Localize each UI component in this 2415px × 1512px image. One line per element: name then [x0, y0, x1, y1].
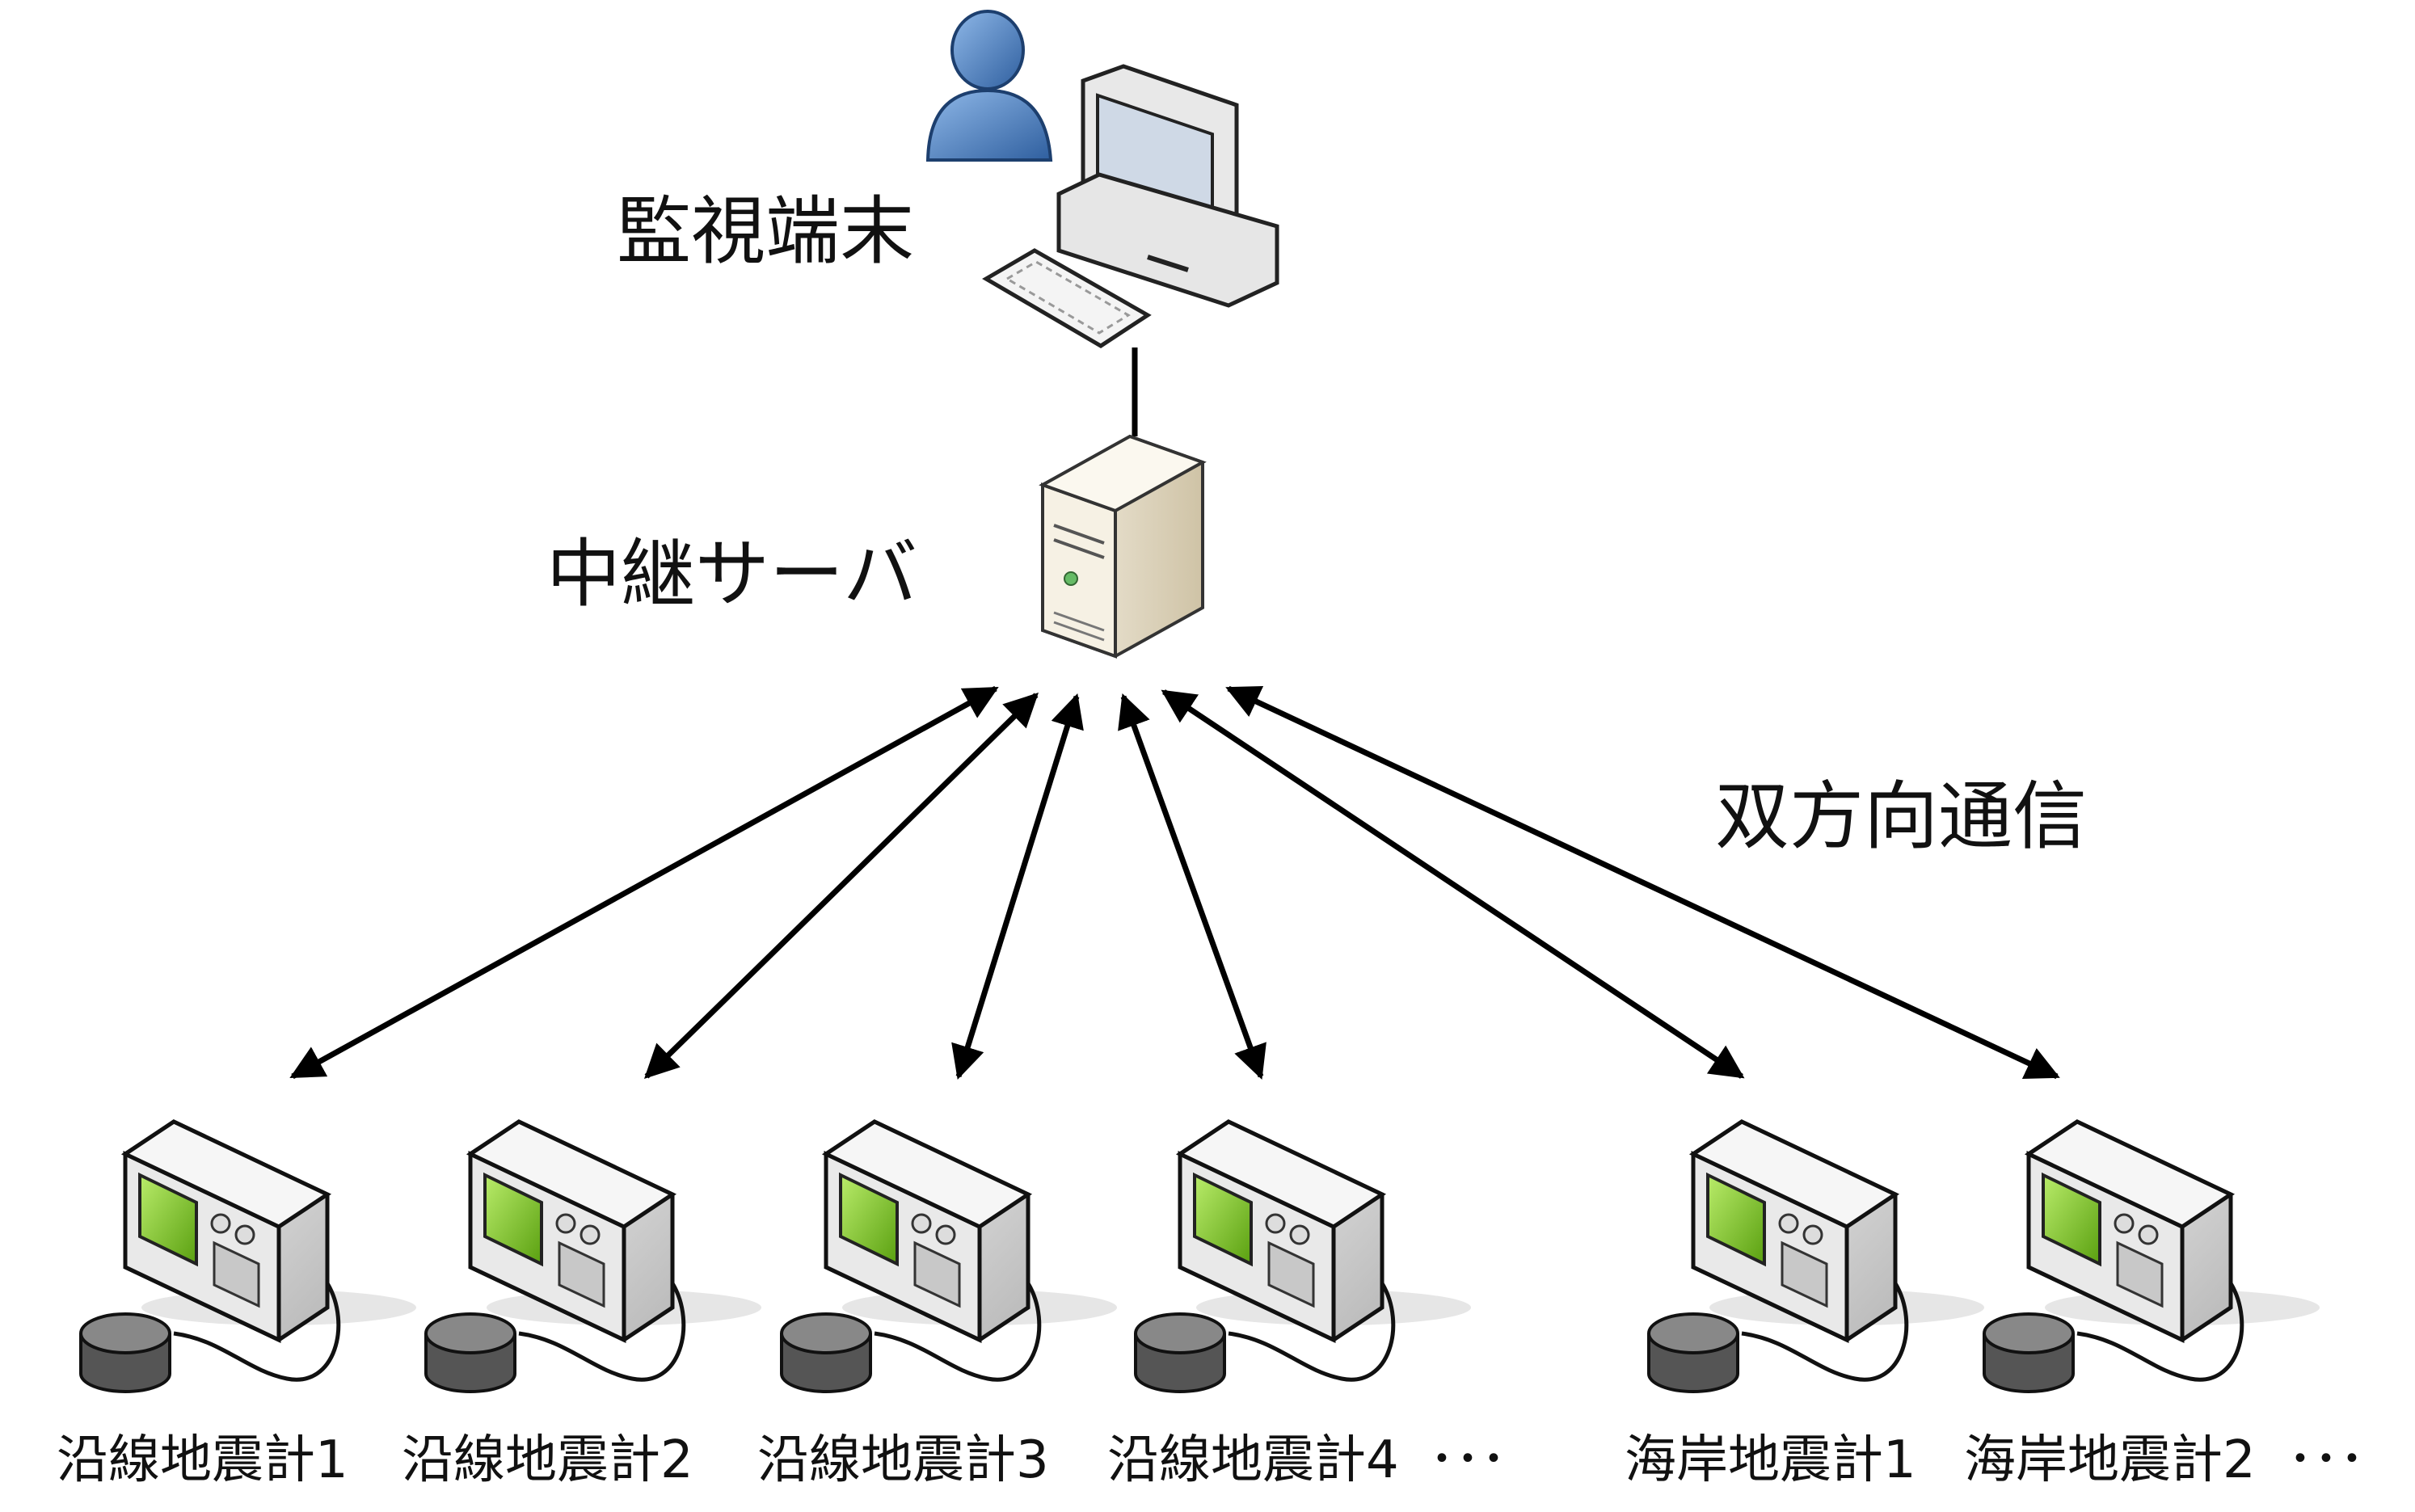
screen-icon [1193, 1172, 1253, 1267]
arrow-5 [1161, 689, 1745, 1079]
ellipsis-right: ･･･ [2287, 1430, 2365, 1490]
arrow-group [289, 685, 2060, 1080]
seismometer-4 [1134, 1119, 1471, 1393]
person-icon [925, 10, 1053, 162]
seismometer-label-1: 沿線地震計1 [57, 1430, 348, 1490]
arrow-3 [951, 693, 1084, 1080]
screen-icon [2042, 1172, 2101, 1267]
seismometer-5 [1647, 1119, 1984, 1393]
seismometer-2 [424, 1119, 761, 1393]
computer-icon [982, 64, 1279, 348]
server-icon [1039, 434, 1207, 659]
seismometer-group: 沿線地震計1 沿線地震計2 沿線地震計3 沿線地震計4 海岸地震計1 海岸地震計2 [57, 1119, 2320, 1490]
seismometer-6 [1983, 1119, 2320, 1393]
monitor-terminal-label: 監視端末 [617, 188, 914, 275]
bidirectional-label: 双方向通信 [1715, 773, 2087, 860]
seismometer-label-5: 海岸地震計1 [1625, 1430, 1916, 1490]
seismometer-label-2: 沿線地震計2 [402, 1430, 693, 1490]
seismometer-label-4: 沿線地震計4 [1107, 1430, 1399, 1490]
seismometer-label-3: 沿線地震計3 [757, 1430, 1049, 1490]
screen-icon [839, 1172, 899, 1267]
arrow-6 [1225, 685, 2060, 1080]
ellipsis-left: ･･･ [1429, 1430, 1507, 1490]
seismometer-3 [780, 1119, 1117, 1393]
screen-icon [483, 1172, 543, 1267]
seismometer-1 [79, 1119, 416, 1393]
relay-server-label: 中継サーバ [546, 531, 917, 617]
arrow-4 [1118, 693, 1267, 1080]
screen-icon [1706, 1172, 1766, 1267]
keyboard-icon [982, 248, 1152, 348]
arrow-1 [289, 685, 999, 1080]
screen-icon [138, 1172, 198, 1267]
seismometer-label-6: 海岸地震計2 [1964, 1430, 2256, 1490]
relay-server: 中継サーバ [546, 434, 1207, 659]
monitor-terminal: 監視端末 [617, 10, 1279, 348]
